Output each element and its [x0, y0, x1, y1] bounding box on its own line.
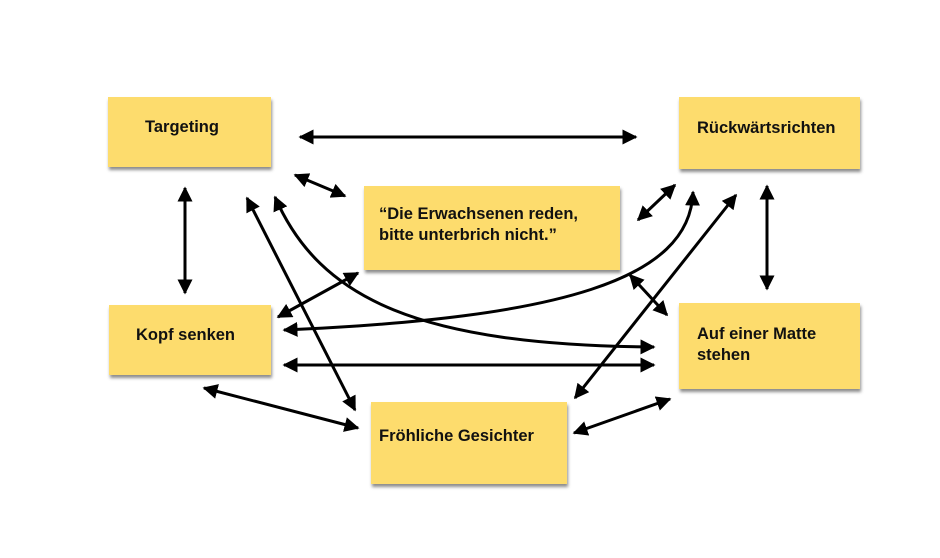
arrow-froehliche-gesichter-auf-einer-matte [572, 396, 672, 436]
arrow-quote-auf-einer-matte [628, 273, 669, 317]
note-kopf-senken: Kopf senken [109, 305, 271, 375]
note-froehliche-gesichter: Fröhliche Gesichter [371, 402, 567, 484]
note-quote: “Die Erwachsenen reden, bitte unterbrich… [364, 186, 620, 270]
note-froehliche-gesichter-label: Fröhliche Gesichter [379, 427, 534, 445]
arrow-quote-kopf-senken [276, 271, 360, 319]
arrow-kopf-senken-froehliche-gesichter [202, 384, 360, 432]
note-targeting-label: Targeting [145, 118, 219, 136]
note-quote-label: “Die Erwachsenen reden, bitte unterbrich… [379, 205, 578, 244]
note-auf-einer-matte: Auf einer Matte stehen [679, 303, 860, 389]
note-auf-einer-matte-label: Auf einer Matte stehen [697, 325, 817, 364]
arrow-rueckwaertsrichten-quote [636, 183, 677, 222]
note-rueckwaertsrichten-label: Rückwärtsrichten [697, 119, 836, 137]
note-kopf-senken-label: Kopf senken [136, 326, 236, 344]
note-targeting: Targeting [108, 97, 271, 167]
note-rueckwaertsrichten: Rückwärtsrichten [679, 97, 860, 169]
arrow-targeting-quote [293, 173, 347, 198]
